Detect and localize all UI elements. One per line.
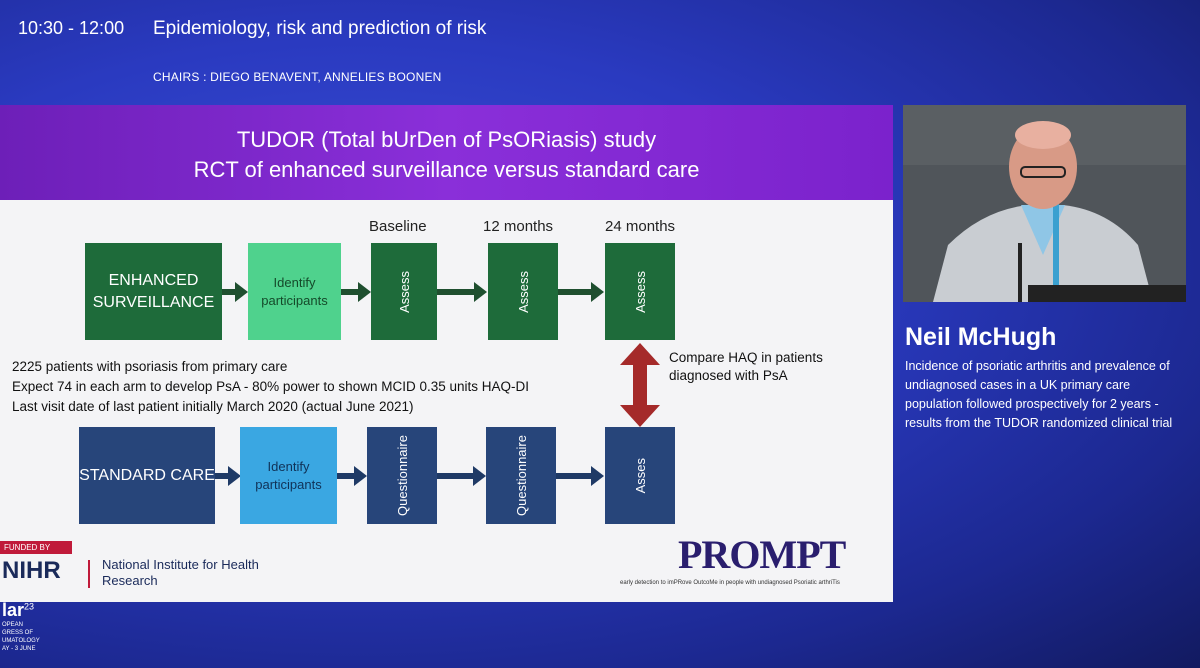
- arrow: [341, 282, 371, 302]
- congress-logo-line: OPEAN: [2, 622, 24, 628]
- prompt-tagline: early detection to imPRove OutcoMe in pe…: [620, 580, 840, 586]
- session-title: Epidemiology, risk and prediction of ris…: [153, 18, 487, 39]
- slide-title: TUDOR (Total bUrDen of PsORiasis) study: [236, 127, 657, 152]
- standard-questionnaire-baseline: Questionnaire: [367, 427, 437, 524]
- congress-logo-line: UMATOLOGY: [2, 638, 40, 644]
- session-chairs: CHAIRS : DIEGO BENAVENT, ANNELIES BOONEN: [153, 70, 442, 84]
- enhanced-identify-box: Identify participants: [248, 243, 341, 340]
- note-last-visit: Last visit date of last patient initiall…: [12, 399, 414, 414]
- arrow: [215, 466, 241, 486]
- nihr-logo: NIHR: [2, 557, 61, 584]
- arrow: [337, 466, 367, 486]
- standard-questionnaire-12m: Questionnaire: [486, 427, 556, 524]
- standard-identify-box: Identify participants: [240, 427, 337, 524]
- slide-subtitle: RCT of enhanced surveillance versus stan…: [193, 157, 700, 182]
- arrow: [558, 282, 604, 302]
- standard-asses-24m: Asses: [605, 427, 675, 524]
- congress-logo-line: AY - 3 JUNE: [2, 646, 36, 652]
- note-patients: 2225 patients with psoriasis from primar…: [12, 359, 288, 374]
- congress-logo-text: lar: [2, 600, 25, 620]
- arrow: [437, 466, 486, 486]
- enhanced-surveillance-box: ENHANCED SURVEILLANCE: [85, 243, 222, 340]
- enhanced-assess-12m: Assess: [488, 243, 558, 340]
- arrow: [556, 466, 604, 486]
- speaker-video: [903, 105, 1186, 302]
- nihr-name: National Institute for Health Research: [102, 557, 259, 588]
- column-24-months: 24 months: [605, 218, 676, 235]
- funded-by-tag: FUNDED BY: [0, 541, 72, 554]
- column-12-months: 12 months: [483, 218, 554, 235]
- speaker-image: [903, 105, 1186, 302]
- compare-haq-text: Compare HAQ in patients diagnosed with P…: [669, 350, 823, 383]
- speaker-name: Neil McHugh: [905, 323, 1057, 351]
- talk-description: Incidence of psoriatic arthritis and pre…: [905, 359, 1173, 430]
- arrow: [437, 282, 487, 302]
- congress-logo-year: 23: [24, 601, 35, 612]
- slide-header: [0, 105, 893, 200]
- enhanced-assess-24m: Assess: [605, 243, 675, 340]
- session-time: 10:30 - 12:00: [18, 18, 125, 38]
- note-power: Expect 74 in each arm to develop PsA - 8…: [12, 379, 529, 394]
- congress-logo: lar23 OPEAN GRESS OF UMATOLOGY AY - 3 JU…: [2, 600, 40, 653]
- enhanced-assess-baseline: Assess: [371, 243, 437, 340]
- nihr-divider: [88, 560, 90, 588]
- compare-double-arrow: [620, 343, 660, 427]
- congress-logo-line: GRESS OF: [2, 630, 34, 636]
- column-baseline: Baseline: [369, 218, 427, 235]
- prompt-logo: PROMPT: [678, 532, 846, 577]
- presentation-slide: TUDOR (Total bUrDen of PsORiasis) study …: [0, 105, 893, 602]
- standard-care-box: STANDARD CARE: [79, 427, 215, 524]
- arrow: [222, 282, 248, 302]
